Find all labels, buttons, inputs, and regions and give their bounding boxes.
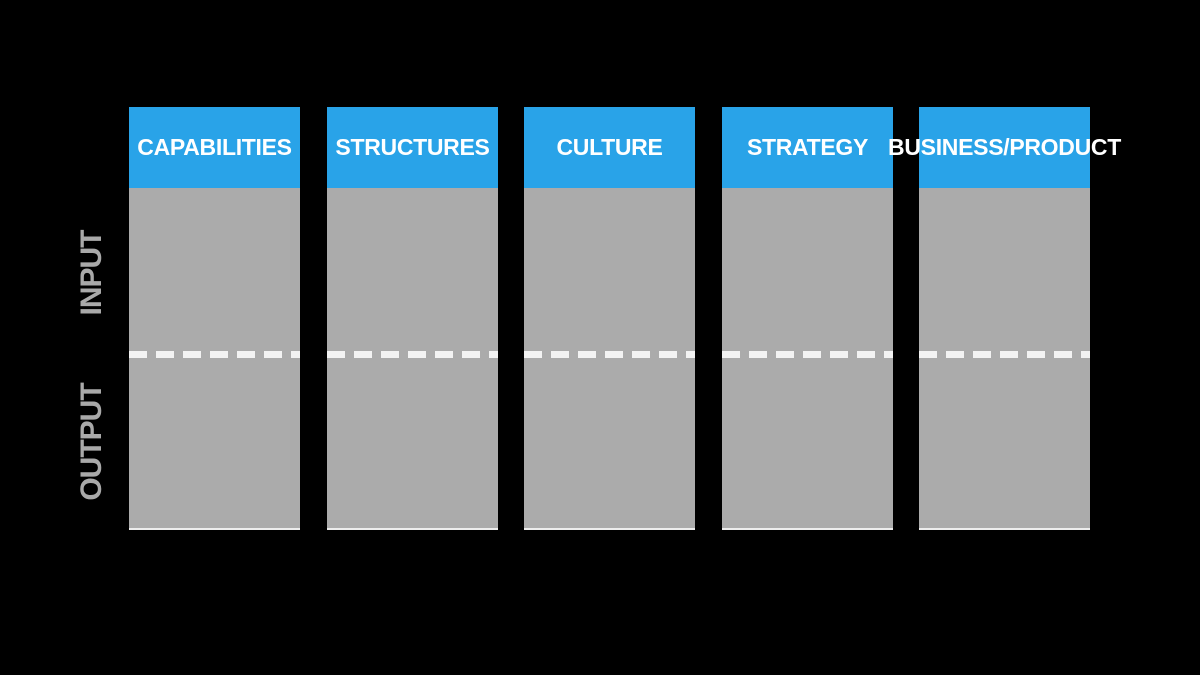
column-capabilities: CAPABILITIES — [129, 107, 300, 530]
input-axis-label: INPUT — [75, 230, 108, 316]
column-header-label: CULTURE — [556, 134, 663, 161]
column-header-label: BUSINESS/PRODUCT — [888, 134, 1121, 161]
input-output-divider — [919, 351, 1090, 358]
column-body — [327, 188, 498, 530]
column-header-label: CAPABILITIES — [137, 134, 292, 161]
input-output-divider — [524, 351, 695, 358]
input-output-divider — [129, 351, 300, 358]
input-output-divider — [722, 351, 893, 358]
column-header: STRUCTURES — [327, 107, 498, 188]
column-header: STRATEGY — [722, 107, 893, 188]
column-business-product: BUSINESS/PRODUCT — [888, 107, 1121, 530]
column-header: BUSINESS/PRODUCT — [888, 107, 1121, 188]
column-body — [919, 188, 1090, 530]
output-axis-label: OUTPUT — [75, 383, 108, 501]
column-body — [129, 188, 300, 530]
column-header: CULTURE — [524, 107, 695, 188]
column-structures: STRUCTURES — [327, 107, 498, 530]
column-header: CAPABILITIES — [129, 107, 300, 188]
input-output-divider — [327, 351, 498, 358]
column-culture: CULTURE — [524, 107, 695, 530]
column-header-label: STRATEGY — [746, 134, 869, 161]
column-body — [524, 188, 695, 530]
column-strategy: STRATEGY — [722, 107, 893, 530]
column-header-label: STRUCTURES — [335, 134, 490, 161]
column-body — [722, 188, 893, 530]
